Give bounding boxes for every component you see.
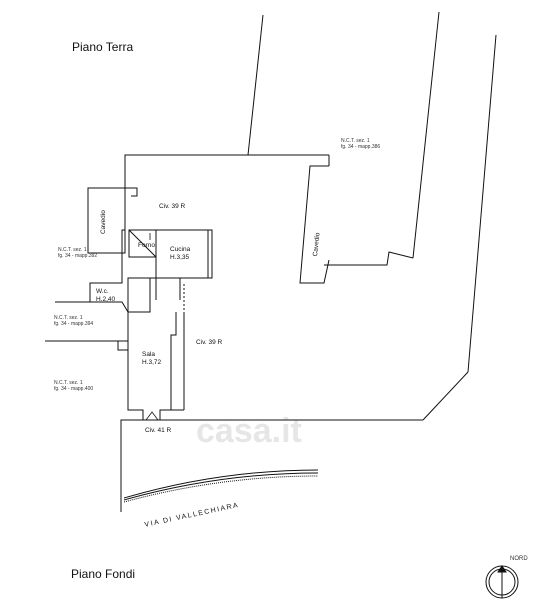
sala-room-left [127, 312, 144, 420]
lower-left-wall [120, 419, 128, 512]
main-building-outline [124, 154, 329, 188]
north-label: NORD [510, 556, 528, 562]
parcel-392-line2: fg. 34 - mapp.392 [58, 253, 98, 259]
parcel-386-line2: fg. 34 - mapp.386 [341, 144, 381, 150]
boundary-line-diagonal [422, 371, 469, 421]
parcel-386-line1: N.C.T. sez. 1 [341, 138, 370, 144]
civ39-right-label: Civ. 39 R [196, 339, 223, 346]
street-curve-1 [123, 469, 319, 499]
boundary-line-right [412, 11, 440, 259]
north-arrow-icon [485, 565, 519, 599]
cucina-label: Cucina [170, 246, 191, 253]
cavedio-left-label: Cavedio [100, 210, 107, 234]
boundary-line-far-right [467, 34, 497, 373]
forno-label: Forno [138, 242, 155, 249]
boundary-line-top-left [247, 14, 264, 156]
sala-label: Sala [142, 351, 156, 358]
civ39-top-label: Civ. 39 R [159, 203, 186, 210]
title-basement: Piano Fondi [71, 567, 136, 581]
parcel-392-line1: N.C.T. sez. 1 [58, 247, 87, 253]
wc-room [89, 268, 156, 314]
cucina-inner-wall [208, 229, 213, 279]
civ41-label: Civ. 41 R [145, 427, 172, 434]
parcel-400-line2: fg. 34 - mapp.400 [54, 386, 94, 392]
parcel-line-394b [117, 340, 128, 351]
cucina-height-label: H.3,35 [170, 254, 190, 261]
street-curve-2 [123, 472, 319, 501]
title-ground-floor: Piano Terra [72, 40, 134, 54]
cucina-room [155, 229, 209, 279]
watermark-logo: casa.it [196, 412, 302, 450]
wc-inner [128, 278, 151, 313]
cavedio-right-shape [299, 165, 330, 284]
parcel-394-line1: N.C.T. sez. 1 [54, 315, 83, 321]
parcel-394-line2: fg. 34 - mapp.394 [54, 321, 94, 327]
sala-height-label: H.3,72 [142, 359, 162, 366]
sala-room-right [159, 312, 177, 420]
room-left-wall-top [121, 205, 126, 268]
room-top-wall [125, 187, 138, 197]
wc-label: W.c. [96, 288, 109, 295]
door-marker-civ41 [145, 411, 159, 421]
wc-height-label: H.2,40 [96, 296, 116, 303]
right-wall-step [324, 251, 414, 266]
forno-cross-1 [128, 229, 157, 258]
street-curve-3 [123, 475, 319, 503]
parcel-400-line1: N.C.T. sez. 1 [54, 380, 83, 386]
